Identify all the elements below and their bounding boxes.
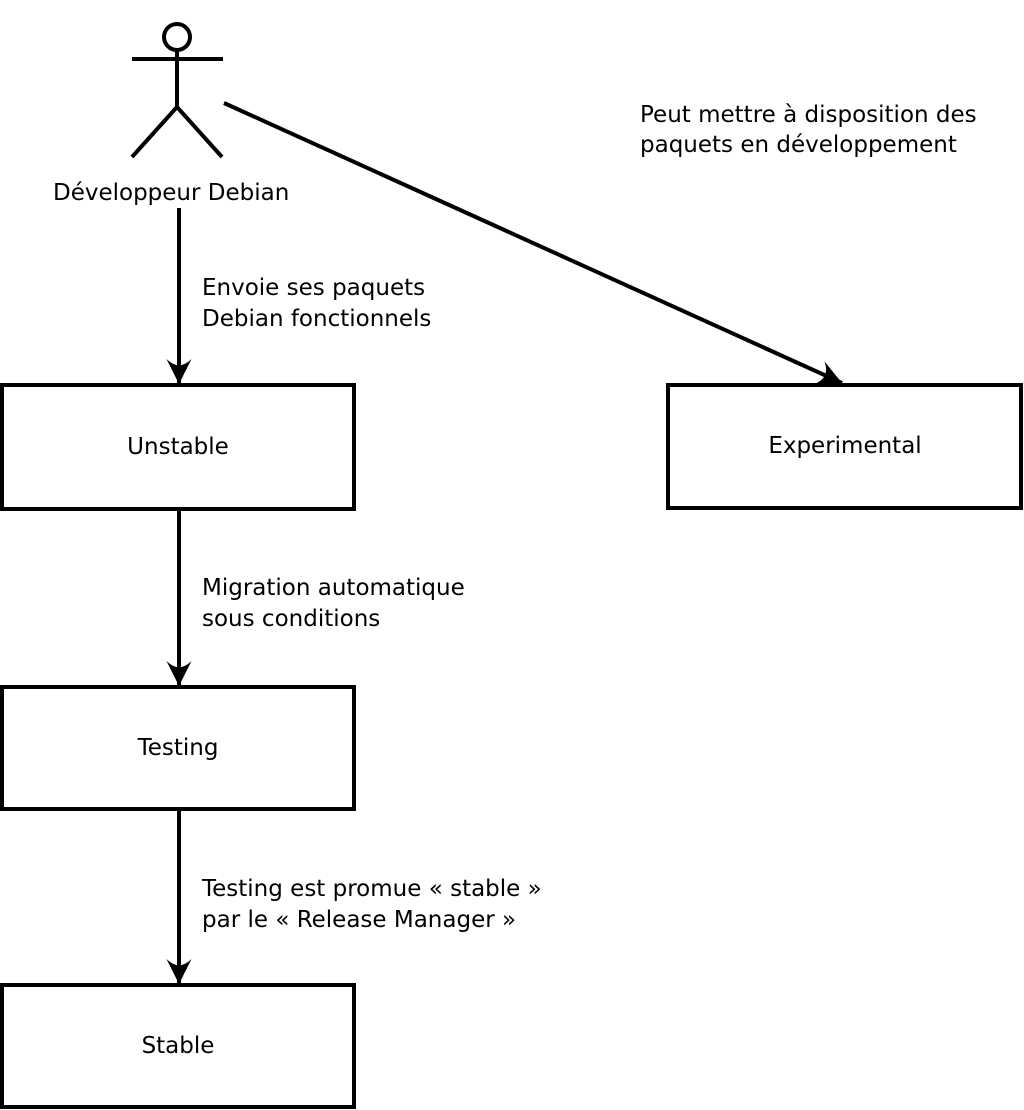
box-testing-label: Testing xyxy=(137,735,219,761)
box-experimental-label: Experimental xyxy=(768,433,921,459)
edge-label-testing-to-stable: Testing est promue « stable » par le « R… xyxy=(201,876,542,933)
box-unstable-label: Unstable xyxy=(127,434,229,460)
actor-label: Développeur Debian xyxy=(53,180,289,206)
edge-label-line: sous conditions xyxy=(202,606,380,632)
developer-actor-icon xyxy=(130,22,224,159)
actor-right-leg xyxy=(175,105,224,159)
edge-label-line: paquets en développement xyxy=(640,132,957,158)
actor-left-leg xyxy=(130,105,179,159)
edge-label-line: Peut mettre à disposition des xyxy=(640,102,977,128)
edge-label-developer-to-unstable: Envoie ses paquets Debian fonctionnels xyxy=(202,275,431,332)
box-stable-label: Stable xyxy=(142,1033,215,1059)
edge-label-unstable-to-testing: Migration automatique sous conditions xyxy=(202,575,465,632)
arrow-developer-to-experimental xyxy=(223,101,843,385)
actor-head xyxy=(162,22,192,52)
edge-label-line: Testing est promue « stable » xyxy=(201,876,542,902)
edge-label-developer-to-experimental: Peut mettre à disposition des paquets en… xyxy=(640,102,977,158)
edge-label-line: par le « Release Manager » xyxy=(202,907,516,933)
box-stable xyxy=(0,983,356,1109)
edge-label-line: Migration automatique xyxy=(202,575,465,601)
edge-label-line: Envoie ses paquets xyxy=(202,275,425,301)
box-experimental xyxy=(666,383,1023,510)
edge-label-line: Debian fonctionnels xyxy=(202,306,431,332)
box-unstable xyxy=(0,383,356,511)
